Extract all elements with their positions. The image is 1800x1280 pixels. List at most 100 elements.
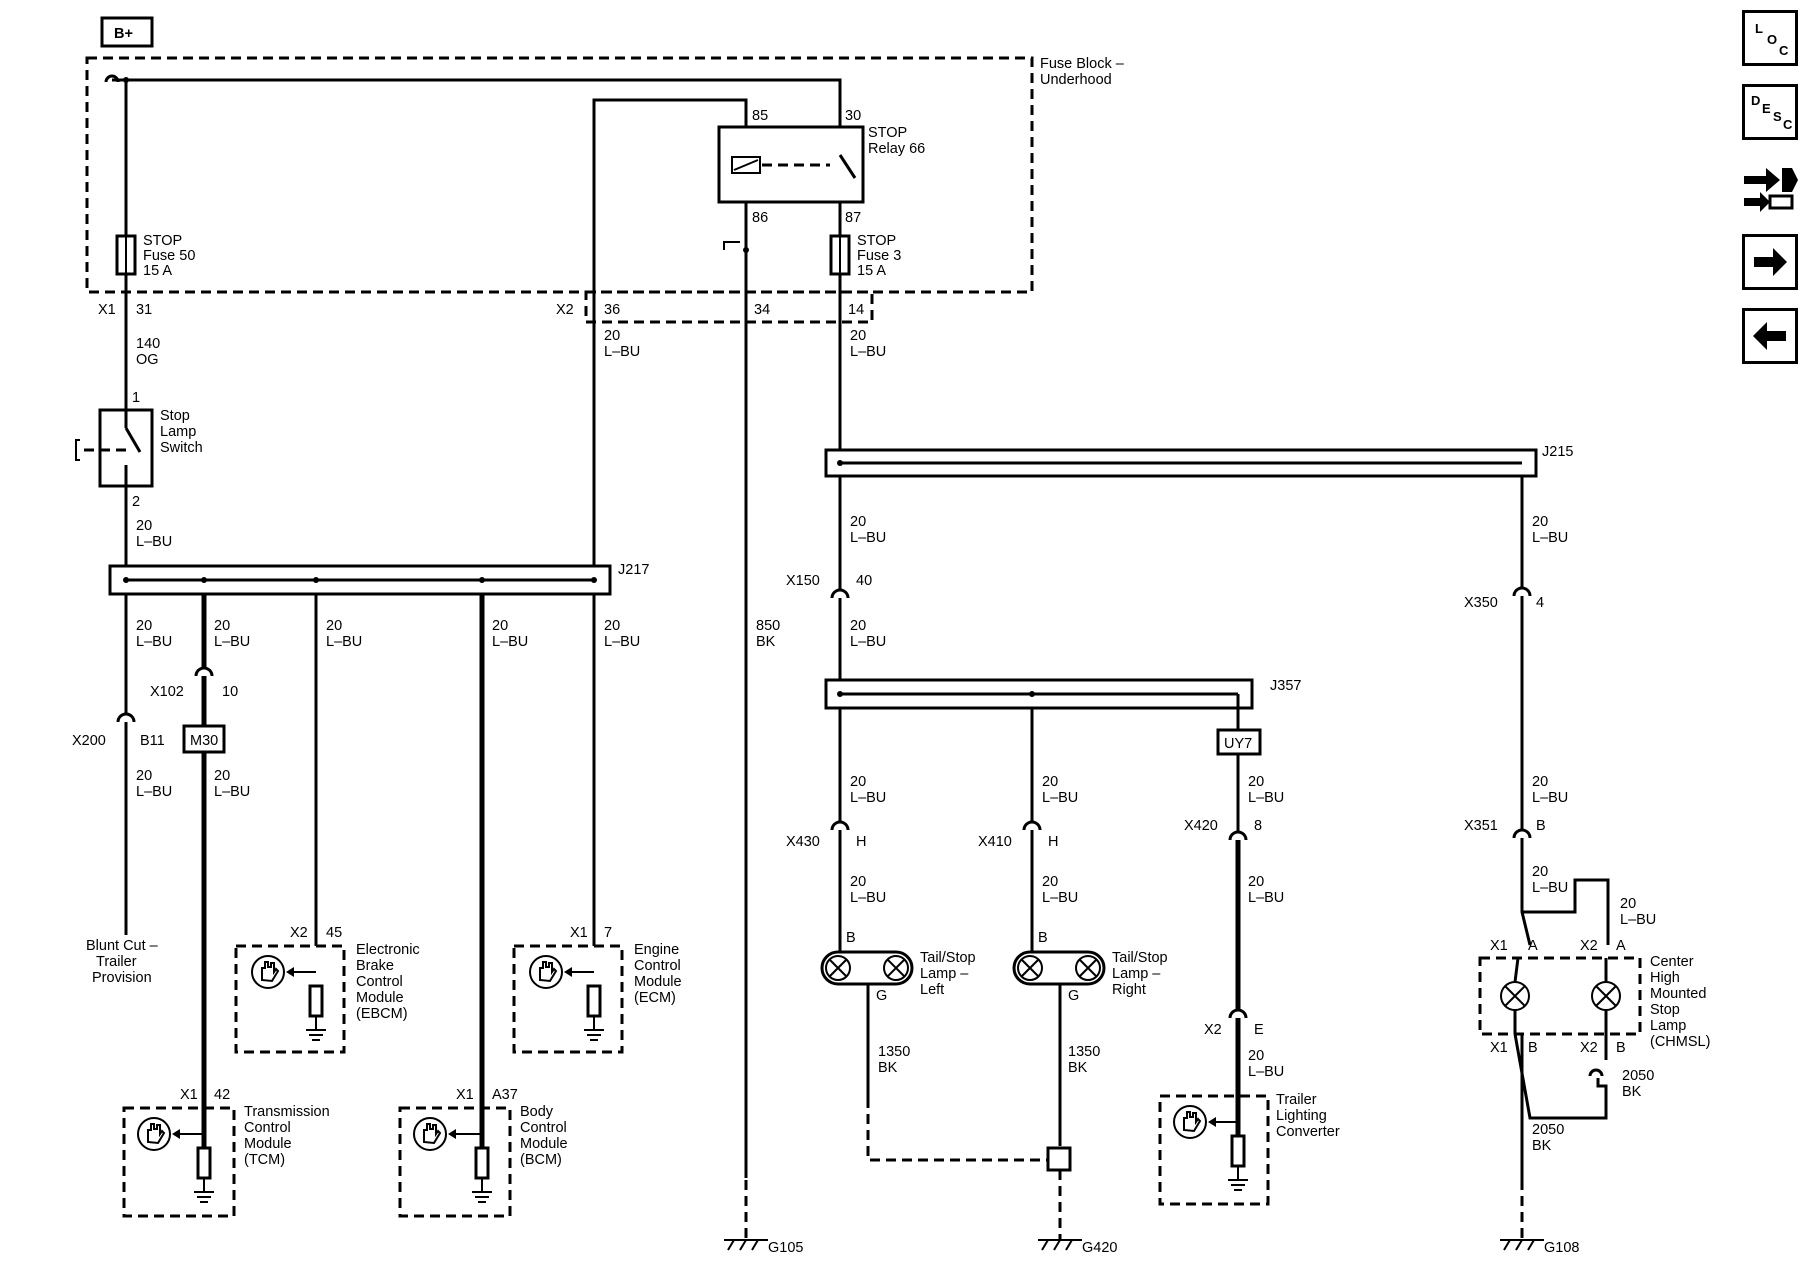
- svg-text:G108: G108: [1544, 1240, 1579, 1256]
- svg-text:G105: G105: [768, 1240, 803, 1256]
- svg-text:20: 20: [1248, 1048, 1264, 1064]
- svg-text:X351: X351: [1464, 818, 1498, 834]
- svg-text:L–BU: L–BU: [850, 790, 886, 806]
- x102-connector: [194, 666, 214, 677]
- svg-text:20: 20: [850, 328, 866, 344]
- svg-text:34: 34: [754, 302, 770, 318]
- location-button[interactable]: L O C: [1742, 10, 1798, 66]
- svg-text:G420: G420: [1082, 1240, 1117, 1256]
- svg-text:M30: M30: [190, 733, 218, 749]
- fuse-block-label-1: Fuse Block –: [1040, 56, 1125, 72]
- svg-text:Control: Control: [520, 1120, 567, 1136]
- connector-view-button[interactable]: [1740, 158, 1800, 218]
- svg-text:L–BU: L–BU: [850, 530, 886, 546]
- svg-text:X200: X200: [72, 733, 106, 749]
- svg-text:H: H: [856, 834, 866, 850]
- ground-g108: [1500, 1180, 1544, 1251]
- arrow-left-icon: [1753, 322, 1786, 350]
- svg-text:B: B: [846, 930, 856, 946]
- svg-text:20: 20: [136, 768, 152, 784]
- svg-text:X2: X2: [1580, 1040, 1598, 1056]
- svg-text:Provision: Provision: [92, 970, 152, 986]
- svg-text:36: 36: [604, 302, 620, 318]
- svg-text:Switch: Switch: [160, 440, 203, 456]
- svg-text:42: 42: [214, 1087, 230, 1103]
- svg-text:L–BU: L–BU: [1042, 890, 1078, 906]
- previous-page-button[interactable]: [1742, 308, 1798, 364]
- svg-text:X1: X1: [570, 925, 588, 941]
- svg-text:B11: B11: [140, 733, 165, 749]
- ecm-label: Engine: [634, 942, 679, 958]
- svg-text:850: 850: [756, 618, 780, 634]
- svg-text:L–BU: L–BU: [136, 634, 172, 650]
- b-plus-bus: [112, 78, 842, 132]
- svg-text:Lamp: Lamp: [1650, 1018, 1686, 1034]
- trailer-converter-label: Trailer: [1276, 1092, 1317, 1108]
- tail-stop-lamp-left: [820, 950, 914, 986]
- x200-connector: [116, 712, 136, 723]
- ground-g105: [724, 1180, 768, 1251]
- trailer-lighting-converter: [1158, 1094, 1270, 1206]
- svg-text:X410: X410: [978, 834, 1012, 850]
- tcm-label: Transmission: [244, 1104, 330, 1120]
- svg-text:20: 20: [136, 618, 152, 634]
- x410-connector: [1022, 820, 1042, 831]
- svg-text:J217: J217: [618, 562, 649, 578]
- x430-connector: [830, 820, 850, 831]
- svg-text:J357: J357: [1270, 678, 1301, 694]
- svg-text:X150: X150: [786, 573, 820, 589]
- x2-connector: [584, 290, 874, 324]
- ebcm-label: Electronic: [356, 942, 420, 958]
- b-plus-label: B+: [114, 26, 133, 42]
- svg-text:X350: X350: [1464, 595, 1498, 611]
- svg-text:L–BU: L–BU: [1248, 790, 1284, 806]
- uy7-block: [1216, 728, 1262, 756]
- svg-text:H: H: [1048, 834, 1058, 850]
- relay-name: STOP: [868, 125, 907, 141]
- fuse-block-outline: [85, 56, 1034, 294]
- svg-text:High: High: [1650, 970, 1680, 986]
- relay-85-wire: [592, 98, 748, 590]
- svg-text:Module: Module: [634, 974, 682, 990]
- x150-connector: [830, 588, 850, 599]
- svg-text:L–BU: L–BU: [214, 634, 250, 650]
- svg-text:1350: 1350: [1068, 1044, 1100, 1060]
- svg-text:L–BU: L–BU: [1620, 912, 1656, 928]
- connector-icon: [1744, 168, 1798, 212]
- svg-text:L–BU: L–BU: [850, 634, 886, 650]
- svg-text:20: 20: [850, 618, 866, 634]
- b-plus-box: [100, 16, 154, 48]
- svg-text:2050: 2050: [1622, 1068, 1654, 1084]
- svg-text:(ECM): (ECM): [634, 990, 676, 1006]
- svg-text:2: 2: [132, 494, 140, 510]
- ground-g420: [1038, 1170, 1082, 1251]
- svg-text:X430: X430: [786, 834, 820, 850]
- svg-text:15 A: 15 A: [857, 263, 886, 279]
- svg-text:1350: 1350: [878, 1044, 910, 1060]
- svg-text:BK: BK: [1532, 1138, 1552, 1154]
- svg-text:20: 20: [136, 518, 152, 534]
- svg-text:L–BU: L–BU: [1248, 890, 1284, 906]
- svg-text:B: B: [1536, 818, 1546, 834]
- fuse-block-label-2: Underhood: [1040, 72, 1112, 88]
- svg-text:20: 20: [1248, 774, 1264, 790]
- svg-text:20: 20: [1248, 874, 1264, 890]
- svg-text:X1: X1: [1490, 1040, 1508, 1056]
- svg-text:20: 20: [604, 328, 620, 344]
- svg-text:BK: BK: [756, 634, 776, 650]
- svg-text:X2: X2: [1580, 938, 1598, 954]
- svg-text:(TCM): (TCM): [244, 1152, 285, 1168]
- svg-text:20: 20: [1042, 874, 1058, 890]
- svg-text:Module: Module: [356, 990, 404, 1006]
- g420-splice: [1046, 1146, 1072, 1172]
- svg-text:Brake: Brake: [356, 958, 394, 974]
- next-page-button[interactable]: [1742, 234, 1798, 290]
- svg-text:20: 20: [1042, 774, 1058, 790]
- x420-connector: [1228, 830, 1248, 841]
- lamp-right-label: Tail/Stop: [1112, 950, 1168, 966]
- description-button[interactable]: D E S C: [1742, 84, 1798, 140]
- svg-text:14: 14: [848, 302, 864, 318]
- stop-relay-66: [717, 125, 865, 204]
- svg-text:(EBCM): (EBCM): [356, 1006, 408, 1022]
- svg-text:X2: X2: [290, 925, 308, 941]
